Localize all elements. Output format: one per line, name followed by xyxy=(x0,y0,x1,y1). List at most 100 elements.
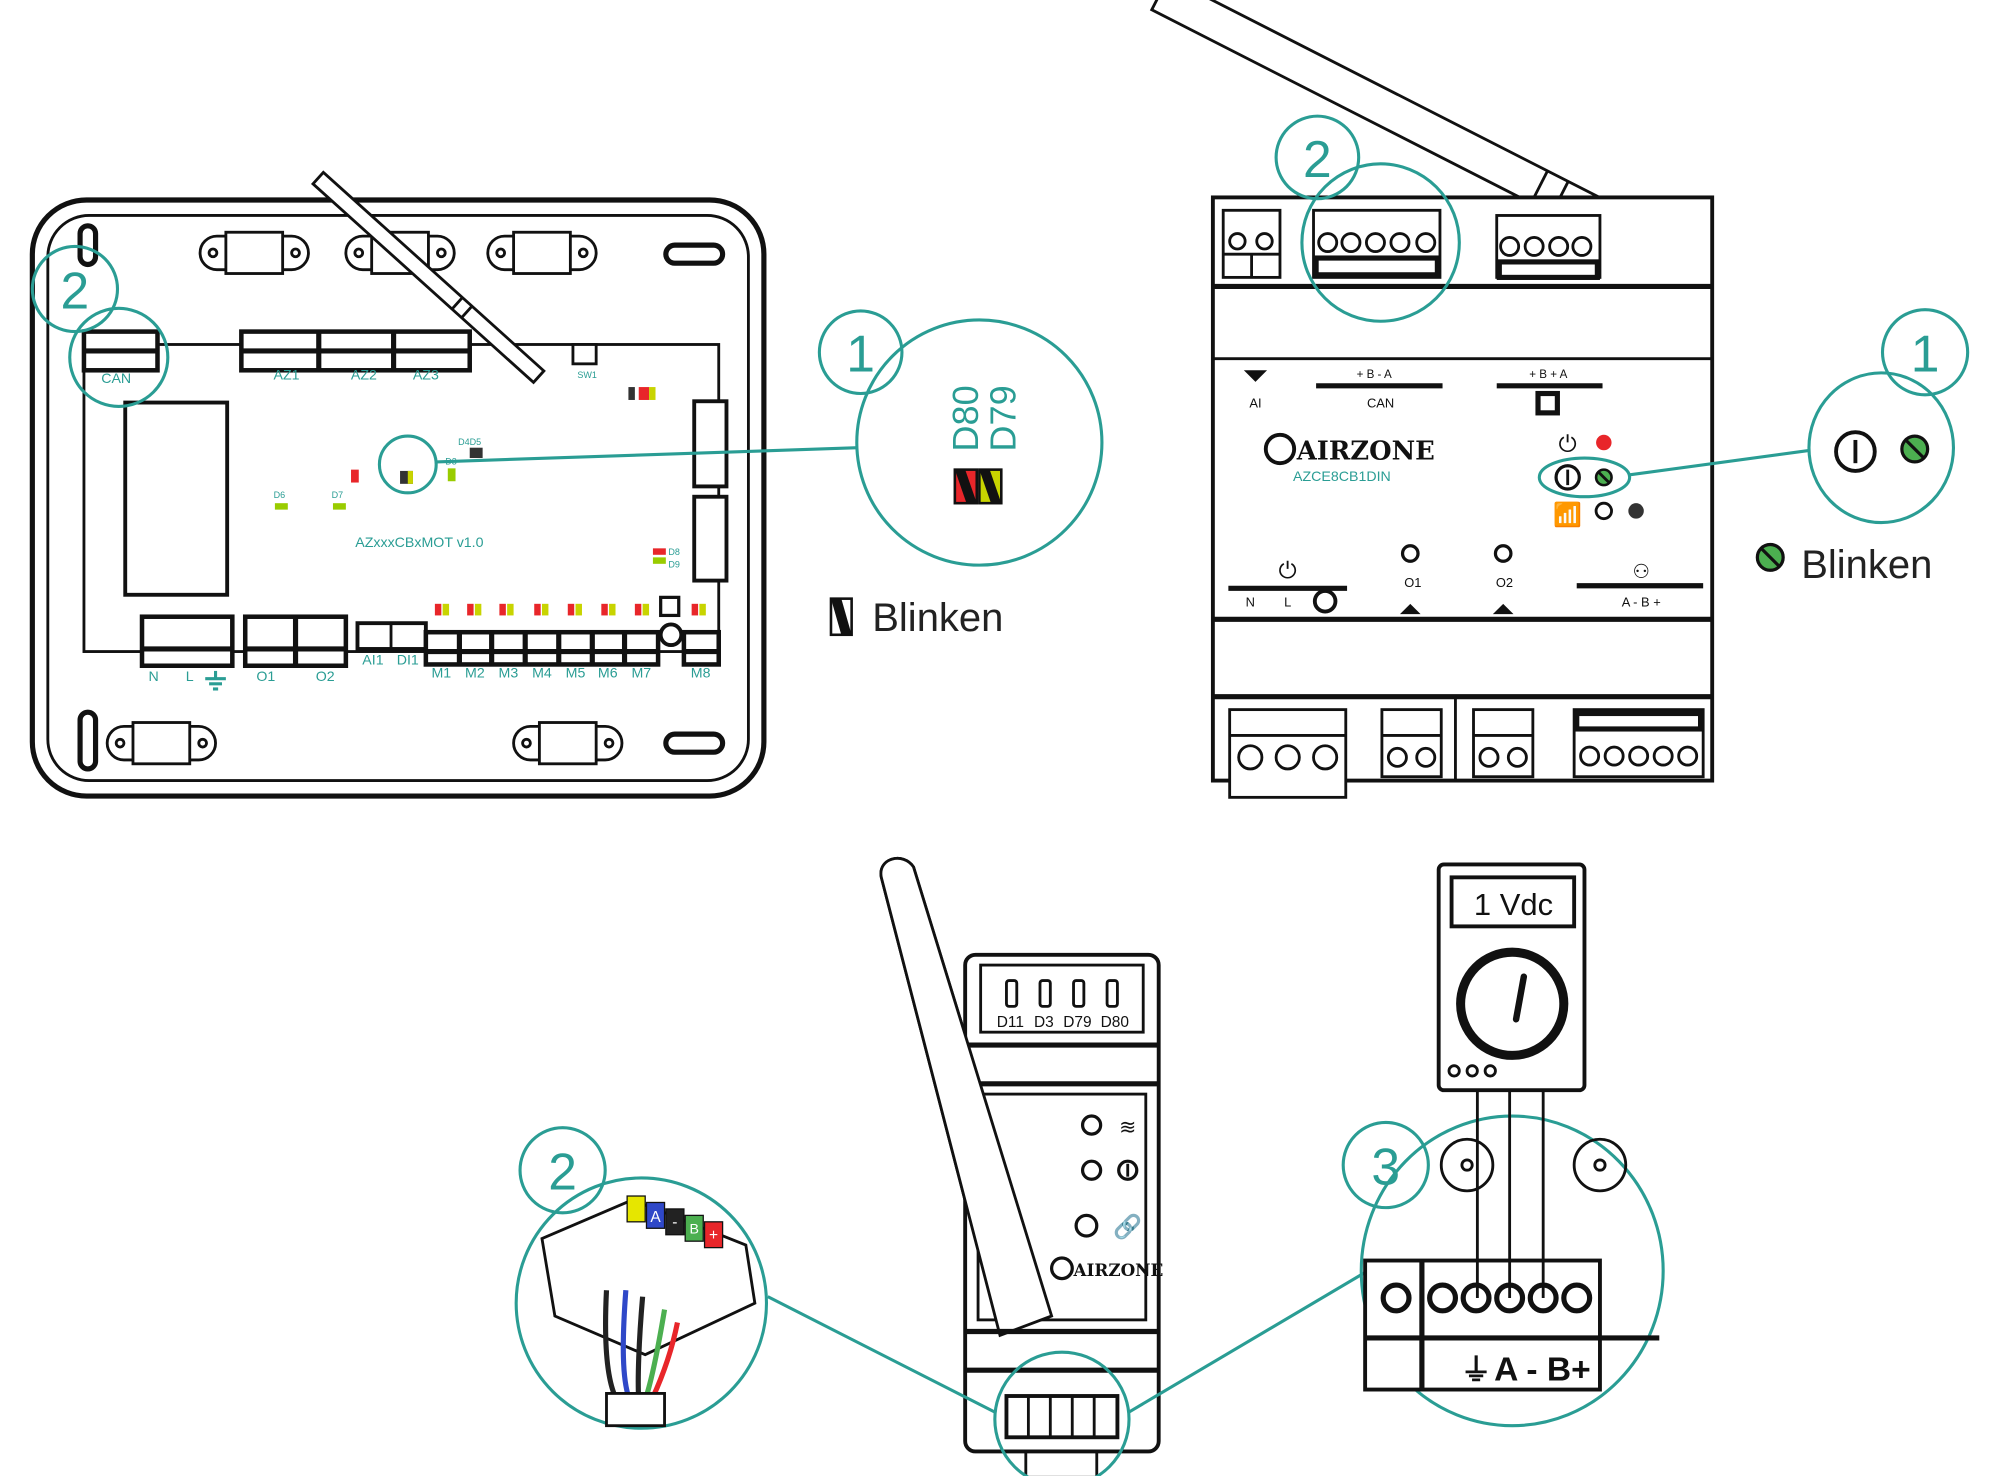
callout-1-circle xyxy=(1880,308,1970,397)
top-terminal-can[interactable] xyxy=(1312,208,1442,279)
can-label: CAN xyxy=(101,371,131,387)
top-terminal-2pin[interactable] xyxy=(1221,208,1282,279)
power-plug-icon: ⏻ xyxy=(1559,431,1577,457)
model-label: AZCE8CB1DIN xyxy=(1293,469,1391,485)
az-connectors[interactable]: AZ1 AZ2 AZ3 xyxy=(239,329,472,384)
callout-3-circle xyxy=(1341,1120,1430,1210)
svg-text:D79: D79 xyxy=(1063,1014,1091,1031)
svg-text:+: + xyxy=(709,1227,718,1244)
antenna xyxy=(310,170,546,385)
can-pins-label: + B - A xyxy=(1357,368,1392,381)
svg-text:D7: D7 xyxy=(332,490,344,500)
power-connector[interactable]: N L xyxy=(139,614,235,691)
right-connector-bottom[interactable] xyxy=(692,494,729,583)
svg-text:B: B xyxy=(689,1221,698,1237)
callout-3: 3 xyxy=(1371,1137,1400,1195)
sw1-switch[interactable] xyxy=(571,343,598,366)
callout-ring-leds xyxy=(377,434,438,495)
svg-text:D8: D8 xyxy=(668,547,680,557)
callout-leader xyxy=(436,446,859,464)
button-square[interactable] xyxy=(659,595,681,618)
blink-label: Blinken xyxy=(872,596,1003,640)
input-connectors[interactable]: AI1 DI1 xyxy=(355,621,428,668)
airzone-logo-icon xyxy=(1263,432,1297,466)
terminal-closeup: ⏚ A - B+ xyxy=(1363,1137,1660,1392)
wifi-icon: ≋ xyxy=(1119,1116,1136,1139)
button-round[interactable] xyxy=(658,622,684,648)
dial-knob xyxy=(1456,947,1569,1060)
m8-connector[interactable]: M8 xyxy=(681,629,721,681)
o1-label: O1 xyxy=(1404,575,1421,590)
callout-2: 2 xyxy=(1303,130,1332,188)
device-icon xyxy=(1535,390,1560,416)
callout-1-circle xyxy=(817,309,904,396)
bottom-terminal-power[interactable] xyxy=(1228,708,1348,799)
led-label-d79: D79 xyxy=(982,385,1023,451)
callout-2-circle xyxy=(30,244,120,334)
svg-text:M5: M5 xyxy=(566,665,586,681)
svg-text:AI1: AI1 xyxy=(362,652,383,668)
svg-text:O1: O1 xyxy=(256,669,275,685)
led-red xyxy=(1596,434,1612,451)
power-icon xyxy=(1554,464,1581,491)
radio-icon: 📶 xyxy=(1553,501,1582,529)
sw1-label: SW1 xyxy=(577,370,597,380)
o1-led xyxy=(1400,544,1420,563)
motor-connectors[interactable]: M1 M2 M3 M4 M5 M6 M7 xyxy=(423,603,706,682)
board-housing-inner xyxy=(46,214,750,782)
blink-legend-board: Blinken xyxy=(829,596,1003,640)
led-blink-icons xyxy=(953,468,1003,505)
callout-1: 1 xyxy=(1911,325,1940,383)
svg-text:M3: M3 xyxy=(499,665,519,681)
bottom-terminal-bus[interactable] xyxy=(1572,708,1705,779)
callout-leader xyxy=(1629,448,1811,477)
callout-leader-right xyxy=(1126,1269,1369,1415)
can-connector[interactable]: CAN xyxy=(81,329,160,388)
svg-text:DI1: DI1 xyxy=(397,652,419,668)
gateway-panel: D11 D3 D79 D80 ≋ 🔗 AIRZONE A xyxy=(514,857,1665,1476)
bus-terminal[interactable] xyxy=(1004,1394,1120,1440)
airzone-logo-icon xyxy=(1049,1256,1074,1281)
svg-text:M6: M6 xyxy=(598,665,618,681)
led-off xyxy=(1594,501,1613,521)
terminal-label: A - B+ xyxy=(1494,1352,1591,1389)
ground-icon xyxy=(205,670,226,691)
relay-block xyxy=(123,400,230,597)
led-label-d80: D80 xyxy=(945,385,986,451)
network-icon: ⚇ xyxy=(1633,561,1650,583)
ground-icon: ⏚ xyxy=(1461,1353,1492,1388)
multimeter: 1 Vdc xyxy=(1436,862,1587,1298)
bottom-terminal-o2[interactable] xyxy=(1472,708,1535,779)
wired-plug-illustration: A - B + xyxy=(540,1195,757,1428)
svg-text:D9: D9 xyxy=(668,560,680,570)
bus-pins-bottom-label: A - B + xyxy=(1622,594,1661,609)
link-led xyxy=(1074,1213,1099,1238)
blink-label: Blinken xyxy=(1801,543,1932,587)
right-connector-top[interactable] xyxy=(692,399,729,489)
zoom-circle-plug xyxy=(514,1176,769,1430)
callout-2-circle xyxy=(1274,114,1361,201)
power-plug-icon-bottom: ⏻ xyxy=(1279,557,1297,583)
svg-text:L: L xyxy=(186,669,194,685)
az1-label: AZ1 xyxy=(273,367,299,383)
wifi-led xyxy=(1080,1114,1103,1136)
blink-legend-din: Blinken xyxy=(1755,542,1932,587)
svg-text:A: A xyxy=(650,1209,661,1226)
svg-text:D6: D6 xyxy=(274,490,286,500)
power-led xyxy=(1080,1159,1103,1181)
svg-text:D80: D80 xyxy=(1101,1014,1129,1031)
board-housing-outer xyxy=(29,197,767,799)
board-model-label: AZxxxCBxMOT v1.0 xyxy=(355,535,483,551)
o2-led xyxy=(1493,544,1513,563)
gateway-leds: D11 D3 D79 D80 xyxy=(997,979,1129,1031)
din-housing xyxy=(1210,195,1715,783)
svg-text:M4: M4 xyxy=(532,665,552,681)
svg-text:M2: M2 xyxy=(465,665,485,681)
svg-text:D3: D3 xyxy=(1034,1014,1054,1031)
top-terminal-bus[interactable] xyxy=(1495,214,1602,280)
bottom-terminal-o1[interactable] xyxy=(1380,708,1443,779)
callout-2-circle xyxy=(518,1126,607,1215)
az2-label: AZ2 xyxy=(351,367,377,383)
output-connectors[interactable]: O1 O2 xyxy=(242,614,349,686)
